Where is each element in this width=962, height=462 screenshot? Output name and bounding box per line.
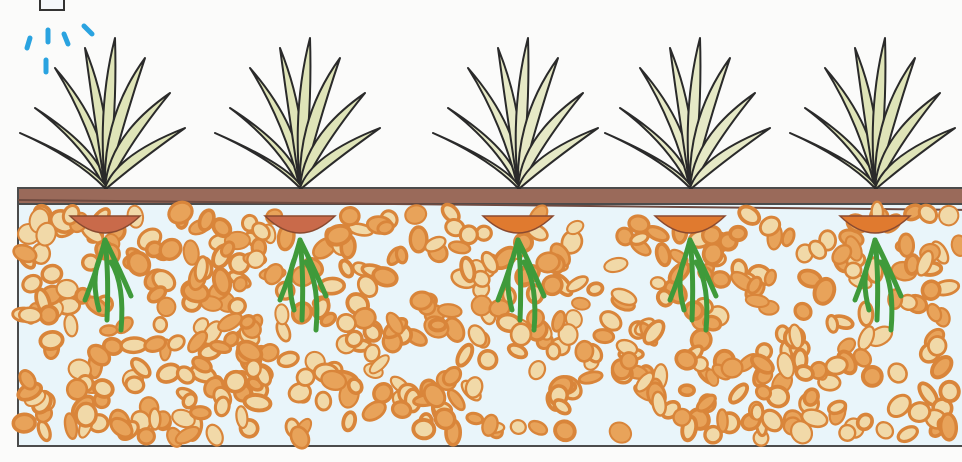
pebble bbox=[41, 264, 63, 284]
pebble bbox=[459, 225, 478, 244]
pebble bbox=[138, 429, 154, 444]
root bbox=[105, 240, 108, 320]
plant bbox=[215, 38, 380, 188]
pebble bbox=[154, 317, 167, 332]
pebble bbox=[730, 226, 746, 240]
pebble bbox=[275, 304, 290, 325]
plant bbox=[790, 38, 955, 188]
pebble bbox=[680, 385, 695, 395]
pebble bbox=[75, 403, 97, 427]
root bbox=[875, 240, 878, 320]
pebble bbox=[395, 246, 408, 263]
pebble bbox=[927, 335, 947, 356]
pebble bbox=[511, 323, 531, 345]
root bbox=[300, 240, 303, 320]
pebble bbox=[575, 340, 595, 362]
pebble bbox=[13, 414, 36, 433]
pebble bbox=[19, 307, 42, 323]
plant bbox=[433, 38, 598, 188]
pebble bbox=[100, 325, 117, 336]
pebble bbox=[121, 338, 147, 353]
pebble bbox=[190, 406, 210, 419]
pebble bbox=[66, 378, 88, 401]
pebble bbox=[412, 419, 435, 439]
pebble bbox=[587, 282, 604, 297]
pebble bbox=[546, 343, 560, 359]
root bbox=[690, 240, 693, 320]
pebble bbox=[246, 360, 261, 378]
plant bbox=[605, 38, 770, 188]
pebble bbox=[939, 381, 959, 402]
pebble bbox=[940, 413, 957, 440]
pebble bbox=[410, 291, 433, 311]
pebble bbox=[340, 207, 360, 225]
pebble bbox=[315, 392, 331, 411]
pebble bbox=[430, 319, 446, 330]
pebble bbox=[721, 358, 743, 379]
root bbox=[518, 240, 521, 320]
drip-emitter-icon bbox=[27, 0, 92, 72]
pebble bbox=[149, 408, 160, 429]
pebble bbox=[717, 409, 728, 432]
pebble bbox=[752, 405, 763, 420]
plants bbox=[20, 38, 955, 188]
pebble bbox=[39, 330, 64, 350]
